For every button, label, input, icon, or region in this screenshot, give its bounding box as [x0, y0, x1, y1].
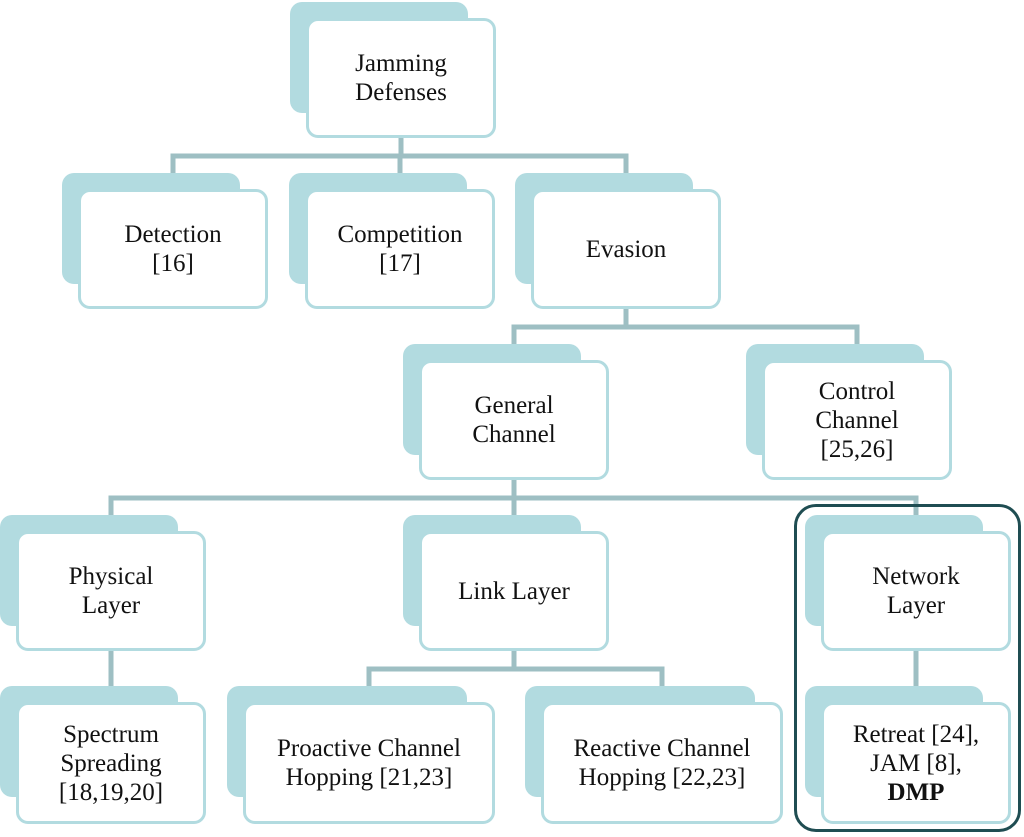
- node-label-line: Hopping [22,23]: [578, 764, 746, 791]
- node-label-line: DMP: [887, 778, 945, 806]
- node-label-line: Competition: [337, 221, 463, 248]
- node-label-line: Proactive Channel: [277, 735, 461, 762]
- node-control-channel: Control Channel [25,26]: [746, 344, 952, 480]
- node-label-line: Jamming: [355, 50, 447, 77]
- node-physical-layer: Physical Layer: [0, 515, 206, 651]
- node-label-line: JAM [8],: [870, 749, 962, 777]
- node-label-line: Spectrum: [63, 720, 159, 748]
- node-label-line: Spreading: [60, 749, 162, 777]
- node-label-line: [25,26]: [820, 435, 894, 463]
- node-label-line: Layer: [81, 592, 141, 619]
- node-general-channel: General Channel: [403, 344, 609, 480]
- node-label-line: Network: [872, 563, 960, 590]
- node-evasion: Evasion: [515, 173, 721, 309]
- node-label-line: [16]: [152, 250, 194, 277]
- node-jamming-defenses: Jamming Defenses: [290, 2, 496, 138]
- node-label-line: Channel: [815, 406, 899, 434]
- node-proactive-channel-hopping: Proactive Channel Hopping [21,23]: [227, 686, 495, 824]
- node-detection: Detection [16]: [62, 173, 268, 309]
- node-label-line: General: [474, 392, 554, 419]
- node-label-line: Layer: [886, 592, 946, 619]
- node-label-line: [17]: [379, 250, 421, 277]
- node-label-line: Defenses: [355, 79, 447, 106]
- node-reactive-channel-hopping: Reactive Channel Hopping [22,23]: [525, 686, 783, 824]
- node-label-line: Retreat [24],: [852, 720, 980, 748]
- node-network-layer-references: Retreat [24], JAM [8], DMP: [805, 686, 1011, 824]
- node-label-line: Control: [818, 377, 896, 405]
- highlight-frame: [794, 504, 1021, 832]
- node-link-layer: Link Layer: [403, 515, 609, 651]
- node-label-line: Channel: [472, 421, 556, 448]
- node-label-line: Hopping [21,23]: [285, 764, 453, 791]
- node-label-line: Reactive Channel: [573, 735, 751, 762]
- node-label-line: [18,19,20]: [58, 778, 164, 806]
- node-label-line: Evasion: [585, 235, 667, 263]
- node-competition: Competition [17]: [289, 173, 495, 309]
- node-spectrum-spreading: Spectrum Spreading [18,19,20]: [0, 686, 206, 824]
- node-label-line: Physical: [68, 563, 154, 590]
- node-label-line: Detection: [124, 221, 222, 248]
- node-network-layer: Network Layer: [805, 515, 1011, 651]
- node-label-line: Link Layer: [458, 577, 570, 605]
